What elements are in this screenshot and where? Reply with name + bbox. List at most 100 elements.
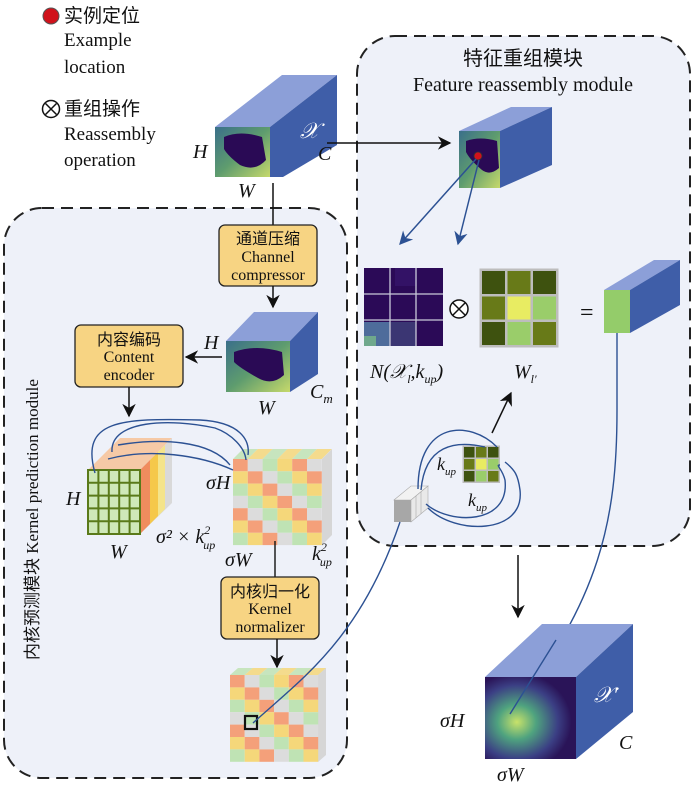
input-w-label: W (238, 180, 257, 202)
kernel-cell (274, 737, 289, 750)
weight-cell (476, 447, 487, 458)
kernel-cell (247, 471, 263, 484)
kernel-cell (233, 495, 248, 509)
kernel-cell (274, 699, 289, 713)
kernel-cell (274, 724, 289, 737)
kernel-cell (274, 749, 289, 762)
kernel-cell (230, 675, 245, 688)
encoded-w-label: W (110, 541, 129, 563)
equals-sign: = (580, 300, 594, 326)
kernel-cell (262, 495, 278, 509)
input-c-label: C (318, 143, 332, 165)
kernel-normalizer-en-1: Kernel (248, 601, 292, 618)
kup-label-2: kup (468, 490, 488, 514)
kernels-top-face (233, 449, 332, 459)
kernel-cell (274, 687, 289, 700)
kernel-cell (262, 471, 278, 484)
kernel-cell (247, 532, 263, 546)
compressed-tensor-cube (226, 312, 318, 392)
kernel-cell (292, 495, 307, 509)
kernel-cell (244, 737, 260, 750)
kernel-cell (292, 532, 307, 546)
kernel-cell (303, 699, 319, 713)
kernel-cell (292, 471, 307, 484)
kernel-cell (277, 520, 293, 533)
kernel-cell (230, 699, 245, 713)
weight-cell (533, 322, 556, 345)
kernel-top-cell (307, 449, 332, 459)
kernel-cell (262, 508, 278, 521)
content-encoder-en-1: Content (104, 349, 155, 366)
neighborhood-grid (364, 268, 443, 346)
kernel-cell (244, 749, 260, 762)
kernel-to-weights-curves (417, 429, 521, 528)
kernels-w-label: σW (225, 549, 254, 571)
kernel-prediction-module-title: 内核预测模块 Kernel prediction module (23, 379, 42, 660)
kernel-cell (277, 471, 293, 484)
weights-label: Wl′ (514, 361, 537, 386)
arrow-location-to-neighborhood-2 (454, 159, 480, 246)
kernel-top-cell (262, 449, 288, 459)
kernel-cell (292, 520, 307, 533)
kernel-top-cell (288, 668, 312, 675)
kernel-cell (233, 459, 248, 472)
weight-cell (464, 471, 475, 482)
kernel-cell (247, 508, 263, 521)
kup-label-1: kup (437, 454, 457, 478)
kernel-cell (277, 532, 293, 546)
weight-cell (488, 447, 499, 458)
input-tensor-cube: 𝒳 (215, 75, 337, 177)
kernel-cell (259, 687, 275, 700)
kernel-top-cell (247, 449, 273, 459)
kernel-cell (244, 687, 260, 700)
kernel-top-cell (303, 668, 327, 675)
kernel-cell (247, 483, 263, 496)
output-c-label: C (619, 732, 633, 754)
kernel-cell (288, 724, 304, 737)
weight-cell (533, 271, 556, 294)
legend: 实例定位 Example location 重组操作 Reassembly op… (41, 5, 156, 171)
normalized-kernels-cube (230, 668, 327, 762)
kernel-cell (303, 675, 319, 688)
weight-cell (507, 296, 531, 320)
kernel-cell (307, 520, 322, 533)
weight-cell (533, 296, 556, 320)
arrow-kernel-to-weights (491, 391, 512, 434)
kernel-top-cell (230, 668, 253, 675)
weight-cell (507, 271, 531, 294)
kernel-cell (262, 532, 278, 546)
kernel-cell (233, 508, 248, 521)
legend-reassembly-en-1: Reassembly (64, 124, 156, 145)
kernel-top-cell (274, 668, 297, 675)
content-encoder-box: 内容编码 Content encoder (74, 324, 184, 388)
kernel-cell (230, 749, 245, 762)
weight-cell (507, 322, 531, 345)
output-w-label: σW (497, 764, 526, 786)
kernel-cell (233, 532, 248, 546)
mini-weights-grid (462, 445, 500, 483)
kernel-cell (307, 495, 322, 509)
kernel-cell (230, 724, 245, 737)
kernel-cell (303, 687, 319, 700)
channel-compressor-en-1: Channel (241, 249, 295, 266)
compressed-c-label: Cm (310, 381, 333, 406)
kernel-cell (233, 471, 248, 484)
legend-reassembly-zh: 重组操作 (64, 98, 140, 120)
selected-kernel-highlight (243, 714, 259, 731)
kernel-top-cell (259, 668, 283, 675)
kernel-cell (247, 520, 263, 533)
kernel-cell (277, 459, 293, 472)
kernel-cell (230, 737, 245, 750)
weight-cell (488, 459, 499, 470)
kernel-cell (259, 712, 275, 725)
arrow-location-to-neighborhood (399, 158, 477, 246)
input-h-label: H (192, 141, 209, 163)
kernel-cell (262, 520, 278, 533)
kernel-cell (244, 675, 260, 688)
kernel-cell (288, 687, 304, 700)
weight-cell (476, 471, 487, 482)
legend-example-en-1: Example (64, 30, 132, 51)
kernel-cell (288, 737, 304, 750)
kernel-cell (230, 687, 245, 700)
